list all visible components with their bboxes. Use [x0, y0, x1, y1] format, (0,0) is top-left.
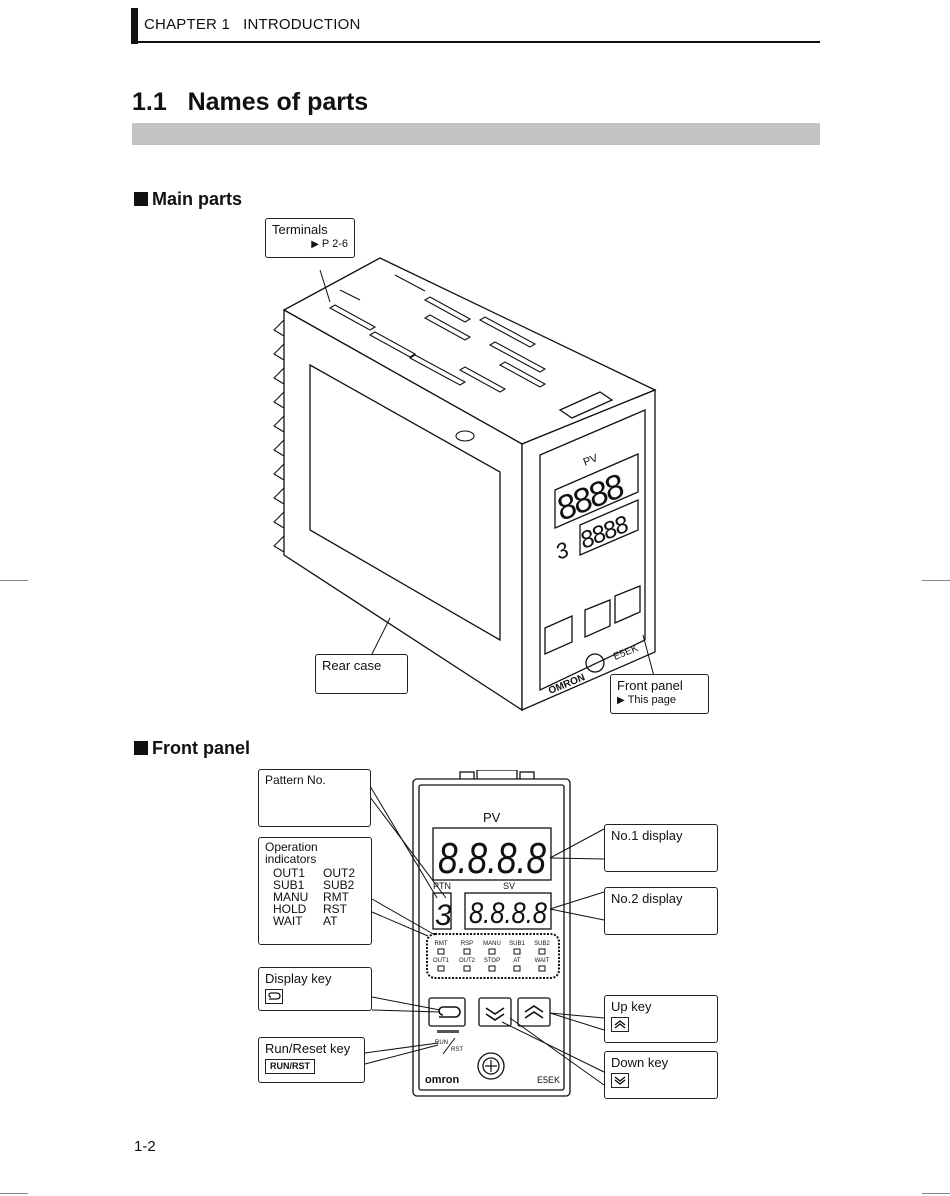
display-key-icon — [265, 989, 283, 1004]
chapter-header: CHAPTER 1 INTRODUCTION — [144, 16, 361, 33]
bottom-led-stop — [488, 965, 496, 972]
square-bullet-icon — [134, 192, 148, 206]
bottom-led-label-out1: OUT1 — [433, 958, 450, 964]
sv-label: SV — [503, 881, 515, 891]
operation-indicators-title: Operation indicators — [265, 840, 318, 866]
top-led-rsp — [463, 948, 471, 955]
pattern-no-callout: Pattern No. — [258, 769, 371, 827]
crop-mark — [922, 1193, 950, 1194]
brand-logo: omron — [425, 1074, 460, 1086]
top-led-label-sub1: SUB1 — [509, 941, 525, 947]
bottom-led-at — [513, 965, 521, 972]
top-led-label-sub2: SUB2 — [534, 941, 550, 947]
no1-display-callout: No.1 display — [604, 824, 718, 872]
indicator-rst: RST — [323, 902, 347, 916]
bottom-led-label-out2: OUT2 — [459, 958, 476, 964]
top-led-sub1 — [513, 948, 521, 955]
top-led-label-rsp: RSP — [461, 941, 473, 947]
top-led-label-rmt: RMT — [435, 941, 448, 947]
bottom-led-label-wait: WAIT — [535, 958, 550, 964]
no1-display-label: No.1 display — [611, 828, 683, 843]
down-key-callout: Down key — [604, 1051, 718, 1099]
front-panel-ref: This page — [627, 694, 677, 706]
terminals-label: Terminals — [272, 222, 328, 237]
no2-display-label: No.2 display — [611, 891, 683, 906]
ptn-label: PTN — [433, 881, 451, 891]
top-led-sub2 — [538, 948, 546, 955]
terminals-callout: Terminals ▶P 2-6 — [265, 218, 355, 258]
front-panel-illustration: PV 8.8.8.8 PTN SV 3 8.8.8.8 RMT RSP MANU SU… — [412, 770, 571, 1097]
indicator-sub1: SUB1 — [273, 878, 305, 892]
display-key-callout: Display key — [258, 967, 372, 1011]
operation-indicators-left-list: OUT1 SUB1 MANU HOLD WAIT — [273, 867, 323, 927]
arrow-right-icon: ▶ — [311, 239, 319, 250]
iso-pv-label: PV — [582, 452, 601, 469]
rst-label: RST — [451, 1047, 463, 1053]
top-led-manu — [488, 948, 496, 955]
indicator-sub2: SUB2 — [323, 878, 355, 892]
operation-indicators-right-list: OUT2 SUB2 RMT RST AT — [323, 867, 355, 927]
display-key-label: Display key — [265, 971, 332, 986]
crop-mark — [922, 580, 950, 581]
rear-case-label: Rear case — [322, 658, 382, 673]
front-panel-label: Front panel — [617, 678, 683, 693]
up-key-callout: Up key — [604, 995, 718, 1043]
indicator-manu: MANU — [273, 890, 309, 904]
page-number: 1-2 — [134, 1138, 156, 1155]
bottom-led-out1 — [437, 965, 445, 972]
no1-display-digits: 8.8.8.8 — [438, 834, 546, 883]
no2-display-callout: No.2 display — [604, 887, 718, 935]
no2-display-digits: 8.8.8.8 — [469, 897, 547, 930]
operation-indicators-callout: Operation indicators OUT1 SUB1 MANU HOLD… — [258, 837, 372, 945]
down-key-icon — [611, 1073, 629, 1088]
up-key-icon — [611, 1017, 629, 1032]
terminals-ref: P 2-6 — [321, 238, 348, 250]
indicator-wait: WAIT — [273, 914, 303, 928]
device-isometric-illustration: PV 8888 8888 3 OMRON E5EK — [273, 257, 657, 712]
rear-case-callout: Rear case — [315, 654, 408, 694]
down-key-label: Down key — [611, 1055, 669, 1070]
bottom-led-out2 — [463, 965, 471, 972]
indicator-out1: OUT1 — [273, 866, 306, 880]
run-label: RUN — [435, 1040, 448, 1046]
main-parts-heading-text: Main parts — [152, 189, 243, 209]
ptn-digit: 3 — [435, 899, 452, 932]
arrow-right-icon: ▶ — [617, 695, 625, 706]
header-rule — [131, 41, 820, 43]
indicator-out2: OUT2 — [323, 866, 356, 880]
indicator-at: AT — [323, 914, 338, 928]
bottom-led-label-at: AT — [513, 958, 521, 964]
bottom-led-label-stop: STOP — [484, 958, 500, 964]
model-label: E5EK — [537, 1075, 560, 1085]
top-led-rmt — [437, 948, 445, 955]
bottom-led-wait — [538, 965, 546, 972]
run-rst-key-icon: RUN/RST — [265, 1059, 315, 1074]
up-key-label: Up key — [611, 999, 652, 1014]
front-panel-callout: Front panel ▶This page — [610, 674, 709, 714]
front-panel-heading: Front panel — [134, 738, 250, 759]
indicator-hold: HOLD — [273, 902, 307, 916]
indicator-rmt: RMT — [323, 890, 349, 904]
pv-label: PV — [483, 810, 501, 825]
square-bullet-icon — [134, 741, 148, 755]
section-title: 1.1 Names of parts — [132, 88, 369, 116]
crop-mark — [0, 580, 28, 581]
top-led-label-manu: MANU — [483, 941, 501, 947]
chapter-marker — [131, 8, 138, 44]
crop-mark — [0, 1193, 28, 1194]
pattern-no-label: Pattern No. — [265, 773, 326, 787]
main-parts-heading: Main parts — [134, 189, 242, 210]
run-reset-key-label: Run/Reset key — [265, 1041, 351, 1056]
run-reset-key-callout: Run/Reset key RUN/RST — [258, 1037, 365, 1083]
section-band — [132, 123, 820, 145]
front-panel-heading-text: Front panel — [152, 738, 250, 758]
